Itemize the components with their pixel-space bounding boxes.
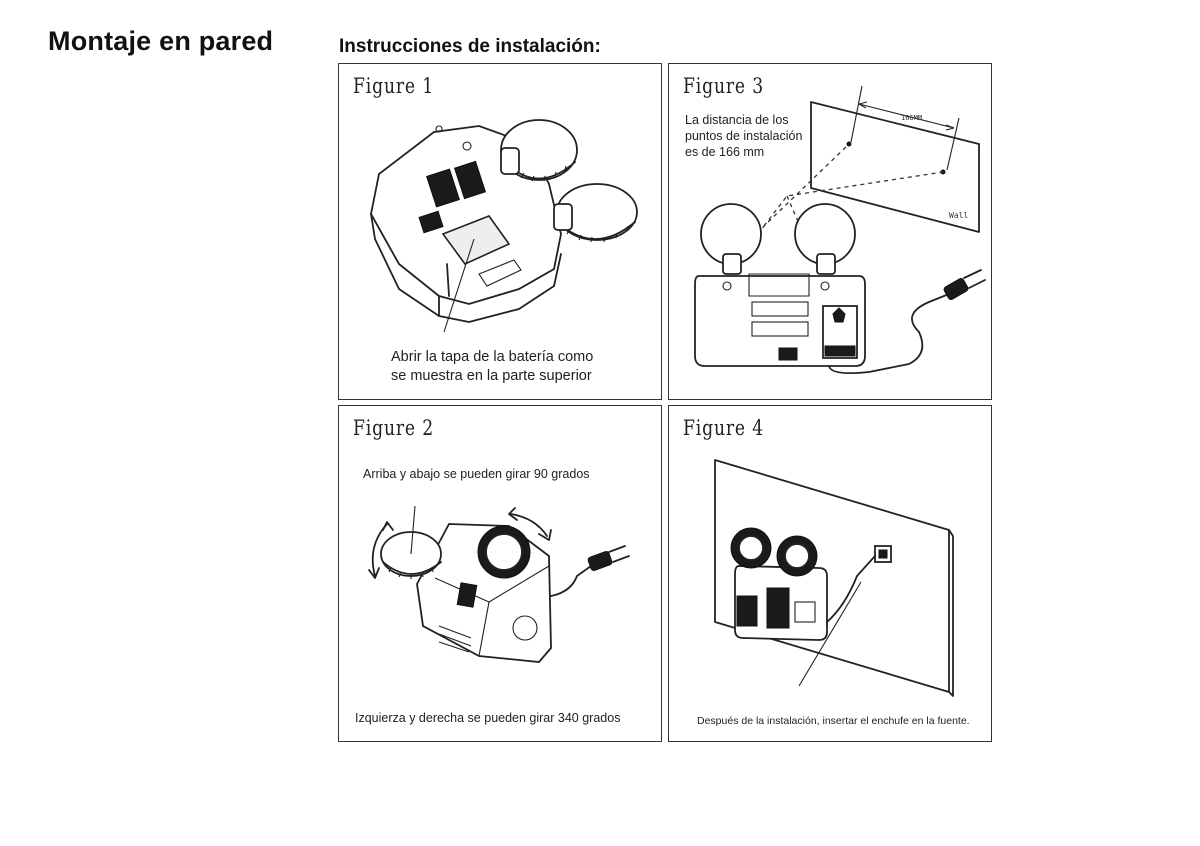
figure-3-illustration: 166MM Wall [694, 85, 986, 375]
page-title: Montaje en pared [48, 26, 274, 56]
dimension-label: 166MM [901, 114, 922, 122]
figure-2-label: Figure 2 [353, 416, 434, 440]
figure-4-illustration [714, 459, 954, 697]
figure-1-caption-line-1: Abrir la tapa de la batería como [391, 349, 594, 365]
figure-3-caption-line-1: La distancia de los [685, 113, 789, 127]
figure-4-caption: Después de la instalación, insertar el e… [697, 715, 970, 727]
figure-2-caption-top: Arriba y abajo se pueden girar 90 grados [363, 467, 590, 481]
figure-4-panel: Figure 4 Después de la instalación, inse… [668, 405, 992, 742]
figure-2-caption-bottom: Izquierza y derecha se pueden girar 340 … [355, 711, 621, 725]
wall-label: Wall [949, 211, 968, 220]
figure-1-label: Figure 1 [353, 74, 434, 98]
figure-3-caption-line-3: es de 166 mm [685, 145, 765, 159]
figure-1-panel: Figure 1 Abrir la tapa de la batería com… [338, 63, 662, 400]
figure-3-panel: Figure 3 166MM Wall [668, 63, 992, 400]
figure-4-label: Figure 4 [683, 416, 764, 440]
section-title: Instrucciones de instalación: [339, 36, 601, 57]
figure-1-caption: Abrir la tapa de la batería como se mues… [391, 348, 593, 386]
figure-3-caption: La distancia de los puntos de instalació… [685, 112, 802, 160]
figure-1-illustration [370, 119, 638, 333]
figure-3-label: Figure 3 [683, 74, 764, 98]
figure-1-caption-line-2: se muestra en la parte superior [391, 368, 592, 384]
figure-3-caption-line-2: puntos de instalación [685, 129, 803, 143]
figure-2-illustration [368, 505, 630, 663]
figure-2-panel: Figure 2 Arriba y abajo se pueden girar … [338, 405, 662, 742]
